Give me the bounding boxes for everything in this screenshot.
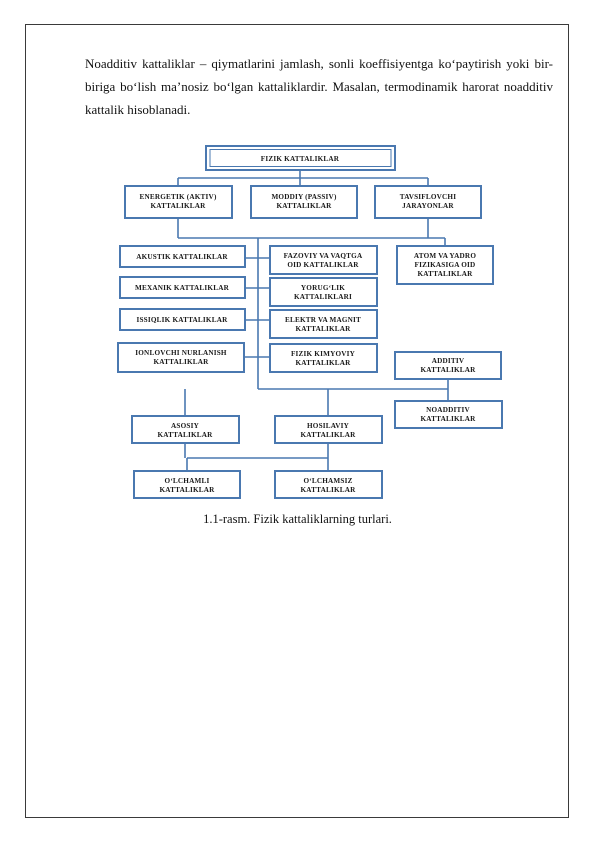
node-additiv [394, 351, 502, 380]
node-fazoviy [269, 245, 378, 275]
node-hosilaviy [274, 415, 383, 444]
figure-caption: 1.1-rasm. Fizik kattaliklarning turlari. [203, 512, 392, 526]
node-ionlovchi [117, 342, 245, 373]
node-issiqlik [119, 308, 246, 331]
body-paragraph: Noadditiv kattaliklar – qiymatlarini jam… [85, 56, 553, 117]
connector-lines [177, 170, 449, 471]
label-issiqlik: ISSIQLIK KATTALIKLAR [136, 316, 228, 324]
node-atom [396, 245, 494, 285]
node-mexanik [119, 276, 246, 299]
node-olchamsiz [274, 470, 383, 499]
node-akustik [119, 245, 246, 268]
label-fizik-kattaliklar: FIZIK KATTALIKLAR [261, 155, 340, 163]
node-elektr [269, 309, 378, 339]
node-fizik-kattaliklar-inner [209, 149, 392, 167]
node-moddiy [250, 185, 358, 219]
label-moddiy: MODDIY (PASSIV)KATTALIKLAR [271, 193, 336, 210]
node-boxes [117, 145, 503, 499]
node-asosiy [131, 415, 240, 444]
node-energetik [124, 185, 233, 219]
page-frame [25, 24, 569, 818]
node-olchamli [133, 470, 241, 499]
label-mexanik: MEXANIK KATTALIKLAR [135, 284, 230, 292]
label-energetik: ENERGETIK (AKTIV)KATTALIKLAR [139, 193, 216, 210]
node-tavsiflovchi [374, 185, 482, 219]
node-labels: FIZIK KATTALIKLAR ENERGETIK (AKTIV)KATTA… [135, 155, 476, 494]
node-noadditiv [394, 400, 503, 429]
label-akustik: AKUSTIK KATTALIKLAR [136, 253, 228, 261]
node-yorugli [269, 277, 378, 307]
node-kimyoviy [269, 343, 378, 373]
